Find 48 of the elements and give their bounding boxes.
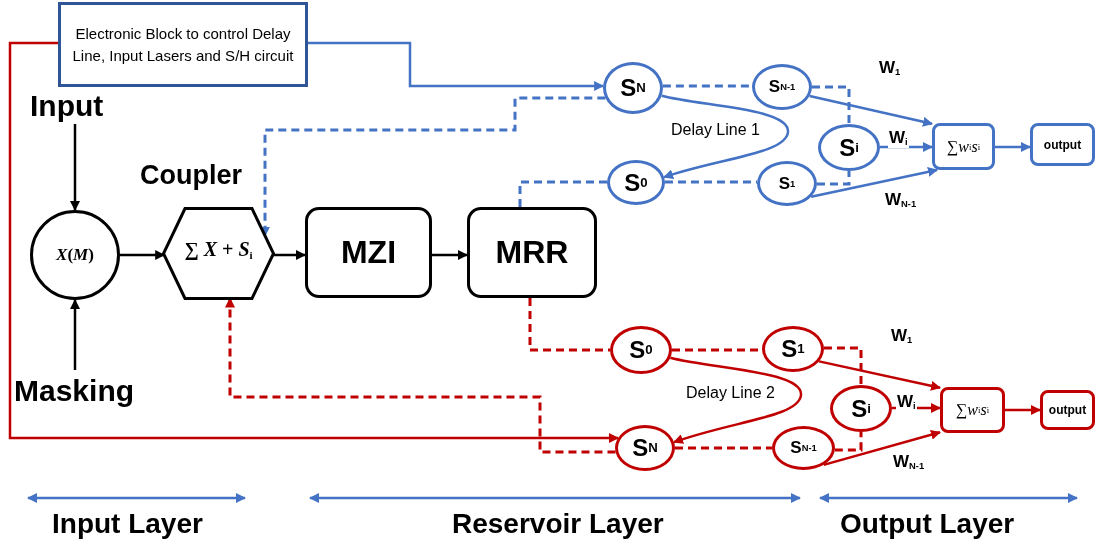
connector-line bbox=[664, 180, 758, 184]
process-box: MRR bbox=[467, 207, 597, 298]
edge-label: W$_{i}$ bbox=[888, 128, 909, 148]
text-label: Masking bbox=[14, 370, 154, 412]
arrow bbox=[1005, 405, 1041, 415]
arrow bbox=[879, 142, 933, 152]
layer-label: Reservoir Layer bbox=[452, 508, 664, 540]
arrow bbox=[891, 403, 941, 413]
edge-label: W$_{N-1}$ bbox=[892, 452, 926, 472]
edge-label: W$_{1}$ bbox=[890, 326, 914, 346]
arrow bbox=[809, 94, 933, 127]
edge-label: Delay Line 2 bbox=[685, 384, 776, 402]
connector-line bbox=[823, 346, 863, 385]
arrow bbox=[670, 356, 803, 445]
layer-label: Input Layer bbox=[52, 508, 203, 540]
arrow bbox=[308, 41, 605, 91]
circle-node: X(M) bbox=[30, 210, 120, 300]
process-box: MZI bbox=[305, 207, 432, 298]
edge-label: W$_{1}$ bbox=[878, 58, 902, 78]
edge-label: Delay Line 1 bbox=[670, 121, 761, 139]
output-box: output bbox=[1040, 390, 1095, 430]
arrow bbox=[120, 250, 166, 260]
connector-line bbox=[834, 432, 863, 452]
arrow bbox=[818, 360, 941, 391]
output-box: output bbox=[1030, 123, 1095, 166]
connector-line bbox=[675, 446, 772, 450]
arrow bbox=[272, 250, 306, 260]
connector-line bbox=[528, 298, 610, 352]
arrow bbox=[432, 250, 468, 260]
text-label: Input bbox=[30, 88, 125, 124]
arrow bbox=[8, 41, 619, 443]
connector-line bbox=[812, 85, 851, 124]
arrow bbox=[823, 429, 941, 467]
node-heading: Coupler bbox=[140, 160, 242, 191]
control-block: Electronic Block to control Delay Line, Input Lasers and S/H circuit bbox=[58, 2, 308, 87]
connector-line bbox=[816, 171, 851, 186]
edge-label: W$_{i}$ bbox=[896, 392, 917, 412]
arrow bbox=[995, 142, 1031, 152]
arrow bbox=[810, 167, 938, 199]
layer-label: Output Layer bbox=[840, 508, 1015, 540]
connector-line bbox=[518, 180, 608, 207]
edge-label: W$_{N-1}$ bbox=[884, 190, 918, 210]
arrow bbox=[70, 124, 80, 211]
arrow bbox=[260, 96, 606, 237]
arrow bbox=[661, 94, 790, 180]
arrow bbox=[225, 297, 616, 454]
arrow bbox=[70, 299, 80, 370]
sum-formula: ∑ X + S$_{i}$ bbox=[183, 238, 254, 261]
